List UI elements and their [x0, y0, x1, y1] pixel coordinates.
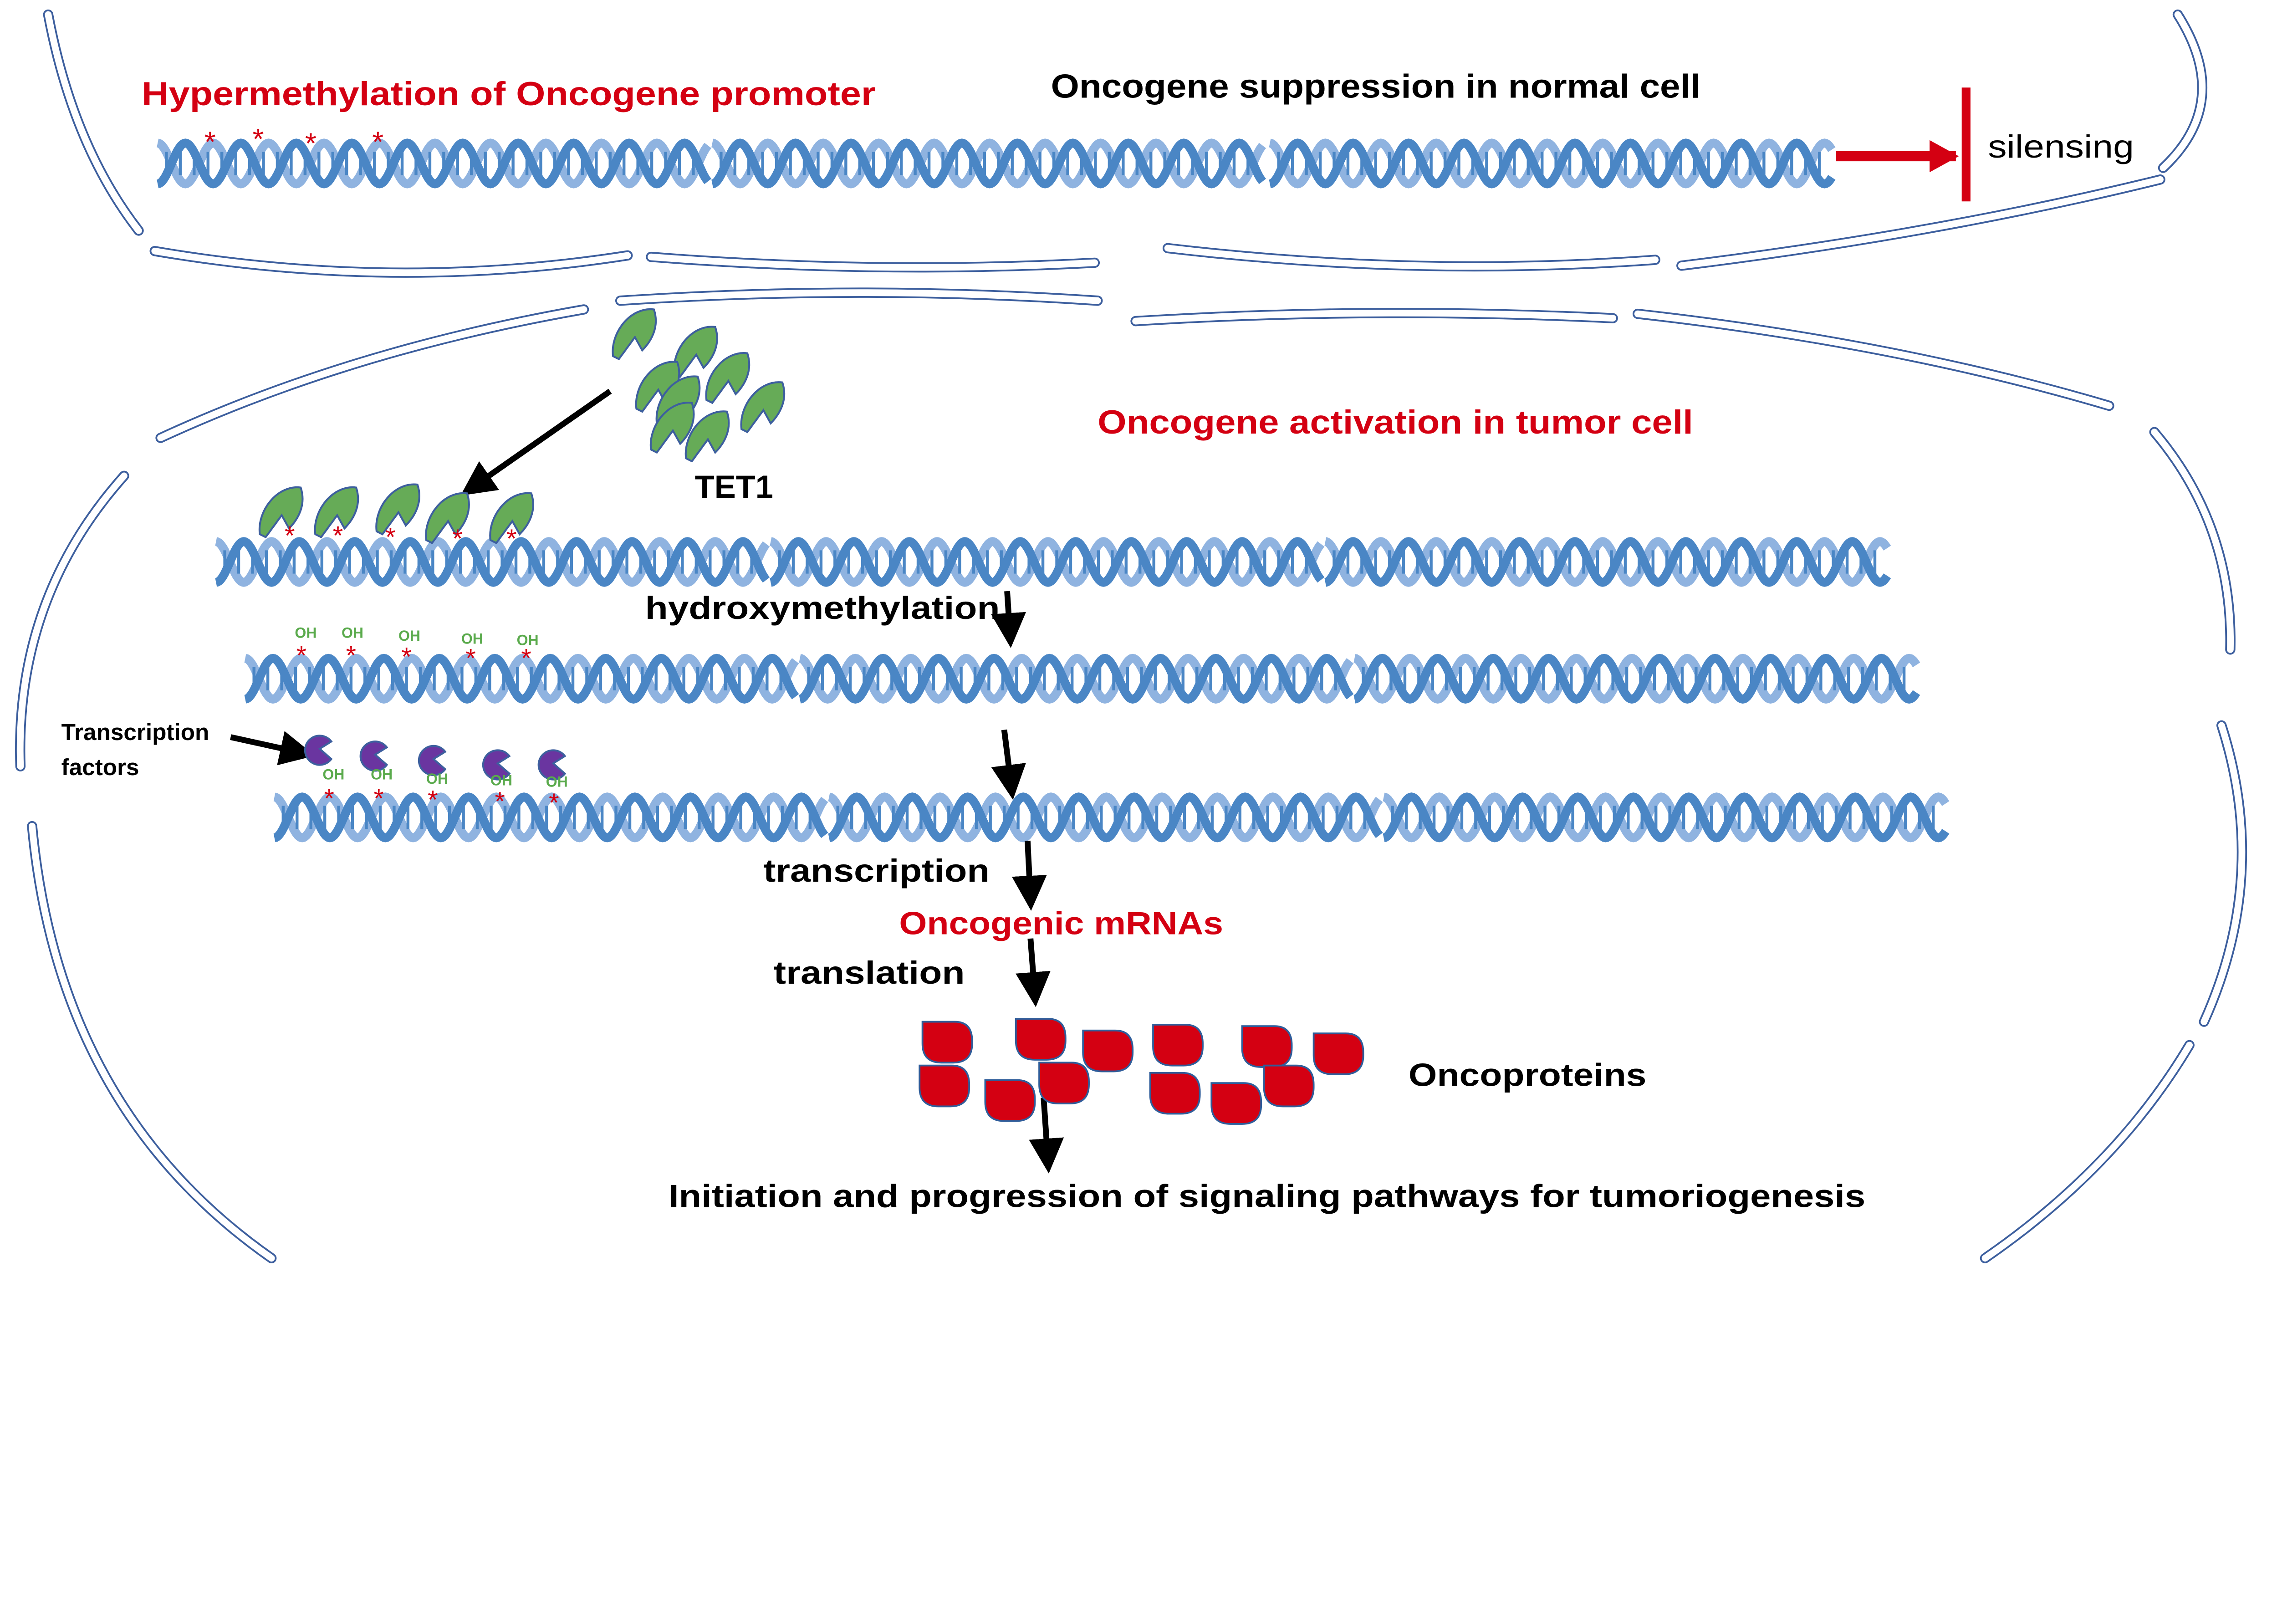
outcome-label: Initiation and progression of signaling …	[669, 1178, 1865, 1214]
dna-helices	[157, 138, 1950, 843]
methyl-mark: *	[204, 125, 216, 158]
dna-helix	[273, 792, 828, 843]
methyl-mark: *	[495, 787, 505, 816]
hydroxymethyl-marks: OH*OH*OH*OH*OH*	[295, 625, 538, 673]
methyl-mark: *	[465, 644, 475, 673]
normal-cell-membrane	[43, 9, 2208, 278]
tet1-label: TET1	[695, 469, 773, 505]
dna-helix	[1269, 138, 1836, 189]
promoter-hypermethylation-label: Hypermethylation of Oncogene promoter	[142, 75, 876, 112]
tet1-arrow	[460, 388, 612, 496]
tumor-cell-title: Oncogene activation in tumor cell	[1098, 403, 1693, 441]
hydroxymethyl-marks-tf: OH*OH*OH*OH*OH*	[322, 766, 567, 818]
methyl-mark: *	[285, 521, 295, 551]
transcription-factors-arrow	[230, 731, 315, 766]
dna-strand	[1353, 654, 1920, 704]
methyl-mark: *	[506, 524, 516, 553]
methyl-mark: *	[401, 643, 411, 672]
dna-strand	[1353, 654, 1920, 704]
transcription-factors-label-line1: Transcription	[61, 719, 209, 745]
silencing-label: silensing	[1988, 128, 2134, 164]
methyl-mark: *	[385, 523, 395, 552]
dna-strand	[1269, 138, 1836, 189]
tet1-cluster	[613, 309, 785, 461]
methyl-mark: *	[549, 788, 559, 817]
methyl-mark: *	[296, 641, 306, 670]
oh-group: OH	[461, 630, 483, 647]
dna-helix	[711, 138, 1266, 189]
dna-strand	[1324, 537, 1891, 587]
tet1-bound-to-dna	[260, 485, 533, 543]
oh-group: OH	[546, 774, 568, 790]
methyl-marks-tumor: * * * * *	[285, 521, 517, 553]
dna-helix	[828, 792, 1383, 843]
methyl-mark: *	[252, 123, 264, 155]
dna-strand	[1269, 138, 1836, 189]
tumor-cell-membrane	[15, 287, 2247, 1264]
dna-helix	[1353, 654, 1920, 704]
methyl-mark: *	[428, 786, 438, 815]
transcription-label: transcription	[763, 853, 990, 889]
translation-label: translation	[774, 955, 965, 991]
dna-helix	[799, 654, 1354, 704]
dna-strand	[1383, 792, 1950, 843]
dna-helix	[770, 537, 1325, 587]
oh-group: OH	[295, 625, 317, 641]
dna-helix	[1383, 792, 1950, 843]
methyl-mark: *	[346, 641, 356, 670]
diagram: Hypermethylation of Oncogene promoter On…	[15, 9, 2247, 1264]
oh-group: OH	[490, 772, 512, 788]
methyl-mark: *	[324, 784, 334, 813]
methyl-mark: *	[374, 784, 384, 813]
oh-group: OH	[517, 632, 539, 649]
dna-strand	[1324, 537, 1891, 587]
cell-membranes	[15, 9, 2247, 1264]
oncogenic-mrnas-label: Oncogenic mRNAs	[899, 905, 1223, 941]
oh-group: OH	[371, 766, 393, 783]
methyl-mark: *	[372, 125, 383, 158]
dna-helix	[157, 138, 712, 189]
oh-group: OH	[398, 628, 420, 644]
dna-helix	[215, 537, 770, 587]
dna-strand	[1383, 792, 1950, 843]
oh-group: OH	[322, 766, 344, 783]
oncoproteins-label: Oncoproteins	[1409, 1057, 1646, 1093]
methyl-mark: *	[333, 521, 343, 551]
oh-group: OH	[426, 771, 448, 787]
hydroxymethylation-label: hydroxymethylation	[645, 590, 1000, 626]
silencing-inhibition-arrow	[1836, 87, 1971, 202]
flow-arrows	[991, 591, 1064, 1174]
transcription-factors-label-line2: factors	[61, 754, 139, 780]
dna-helix	[1324, 537, 1891, 587]
oncoproteins	[919, 1018, 1364, 1125]
methyl-mark: *	[305, 127, 317, 160]
oh-group: OH	[342, 625, 363, 641]
methyl-mark: *	[453, 524, 463, 553]
normal-cell-title: Oncogene suppression in normal cell	[1051, 67, 1700, 105]
dna-helix	[244, 654, 799, 704]
methyl-mark: *	[521, 644, 531, 673]
methyl-marks-normal: * * * *	[204, 123, 384, 160]
